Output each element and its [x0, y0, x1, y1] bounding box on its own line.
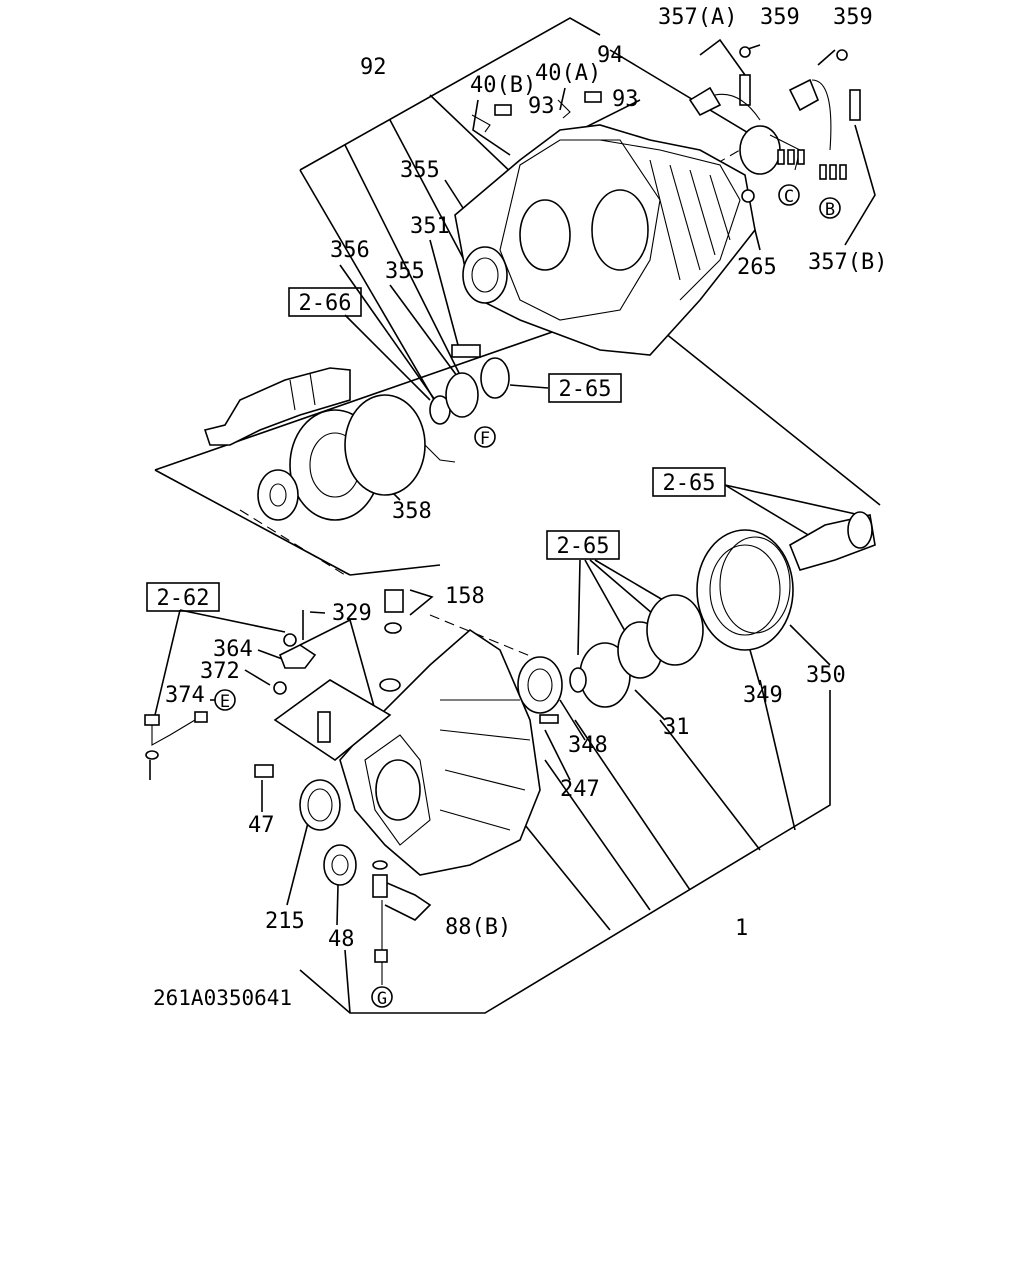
shaft-assembly [203, 344, 510, 446]
callout-351: 351 [410, 214, 450, 239]
connector-f: F [474, 426, 496, 449]
seals-215-48 [299, 779, 357, 886]
callout-355b: 355 [385, 259, 425, 284]
svg-text:2-62: 2-62 [157, 586, 210, 611]
callout-348: 348 [568, 733, 608, 758]
callout-350: 350 [806, 663, 846, 688]
callout-349: 349 [743, 683, 783, 708]
callout-40a: 40(A) [535, 61, 601, 86]
solenoid-357A [688, 74, 805, 175]
connector-b: B [819, 197, 841, 220]
ref-box-2-62: 2-62 [146, 582, 220, 612]
bearing-351 [462, 246, 508, 304]
connector-e: E [214, 689, 236, 712]
connector-c: C [778, 184, 800, 207]
svg-text:G: G [377, 989, 387, 1009]
ref-box-2-65-a: 2-65 [548, 373, 622, 403]
callout-357a: 357(A) [658, 5, 737, 30]
sensor-374 [144, 711, 208, 760]
svg-text:2-66: 2-66 [299, 291, 352, 316]
connector-g: G [371, 986, 393, 1009]
callout-158: 158 [445, 584, 485, 609]
ring-gear-349-350 [696, 529, 794, 651]
leader-lines [149, 17, 881, 1014]
callout-94: 94 [597, 43, 624, 68]
svg-text:2-65: 2-65 [559, 377, 612, 402]
bearing-348 [517, 656, 563, 724]
callout-359b: 359 [833, 5, 873, 30]
svg-text:C: C [784, 187, 794, 207]
ref-box-2-65-c: 2-65 [546, 530, 620, 560]
bolts-40-93 [471, 91, 755, 203]
callout-355a: 355 [400, 158, 440, 183]
diagram-code: 261A0350641 [153, 986, 292, 1010]
cover-plate-2-62 [273, 610, 392, 761]
lower-case-housing [339, 628, 541, 876]
callout-372: 372 [200, 659, 240, 684]
svg-text:E: E [220, 692, 230, 712]
callout-48: 48 [328, 927, 355, 952]
callout-47: 47 [248, 813, 275, 838]
callout-31: 31 [663, 715, 690, 740]
callout-247: 247 [560, 777, 600, 802]
breather-158 [379, 589, 404, 692]
callout-357b: 357(B) [808, 250, 887, 275]
callout-88b: 88(B) [445, 915, 511, 940]
svg-text:B: B [825, 200, 835, 220]
svg-text:F: F [480, 429, 490, 449]
gear-set-31 [569, 594, 704, 708]
callout-labels: 92 94 357(A) 359 359 40(B) 40(A) 93 93 3… [165, 5, 887, 952]
svg-text:2-65: 2-65 [663, 471, 716, 496]
callout-215: 215 [265, 909, 305, 934]
callout-40b: 40(B) [470, 73, 536, 98]
svg-text:2-65: 2-65 [557, 534, 610, 559]
upper-case-housing [454, 124, 756, 356]
ref-box-2-66: 2-66 [288, 287, 362, 317]
callout-374: 374 [165, 683, 205, 708]
solenoid-357B [739, 46, 861, 180]
callout-364: 364 [213, 637, 253, 662]
callout-93a: 93 [528, 94, 555, 119]
callout-356: 356 [330, 238, 370, 263]
callout-329: 329 [332, 601, 372, 626]
callout-265: 265 [737, 255, 777, 280]
callout-92: 92 [360, 55, 387, 80]
plug-47 [254, 764, 274, 778]
callout-358: 358 [392, 499, 432, 524]
callout-1: 1 [735, 916, 748, 941]
sensor-88B [372, 860, 388, 963]
drum-358 [257, 394, 456, 521]
callout-93b: 93 [612, 87, 639, 112]
ref-box-2-65-b: 2-65 [652, 467, 726, 497]
callout-359a: 359 [760, 5, 800, 30]
pinion-2-65 [788, 511, 876, 571]
